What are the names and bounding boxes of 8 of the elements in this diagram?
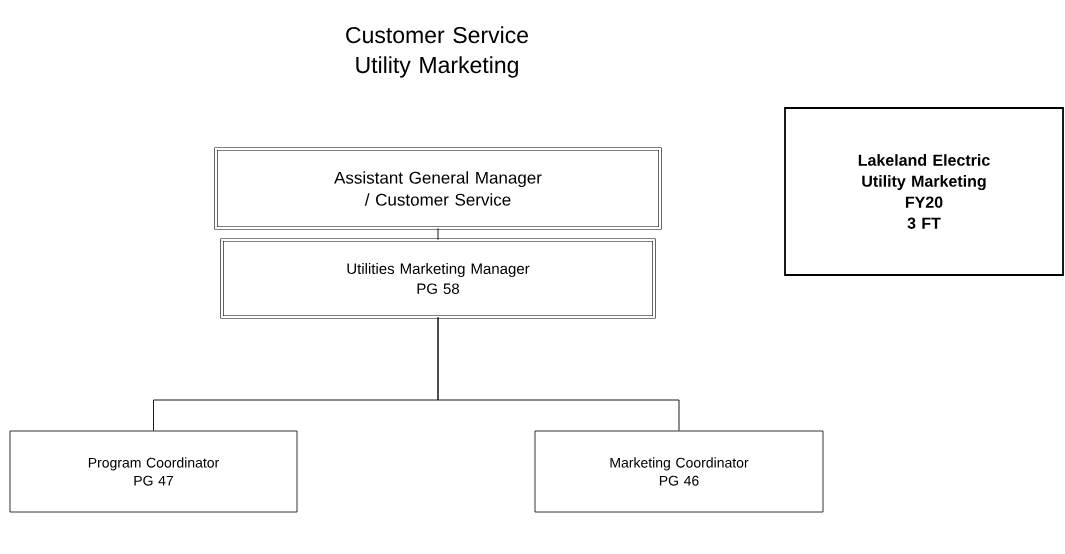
org-box: Assistant General Manager / Customer Service — [214, 147, 662, 230]
connector-line — [437, 316, 680, 432]
connector-line — [437, 227, 439, 241]
title: Customer Service Utility Marketing — [346, 26, 528, 78]
org-box: Lakeland Electric Utility Marketing FY20 3 FT — [784, 107, 1064, 276]
org-box: Program Coordinator PG 47 — [9, 430, 298, 513]
org-box: Utilities Marketing Manager PG 58 — [220, 238, 656, 319]
org-box: Marketing Coordinator PG 46 — [534, 430, 824, 513]
